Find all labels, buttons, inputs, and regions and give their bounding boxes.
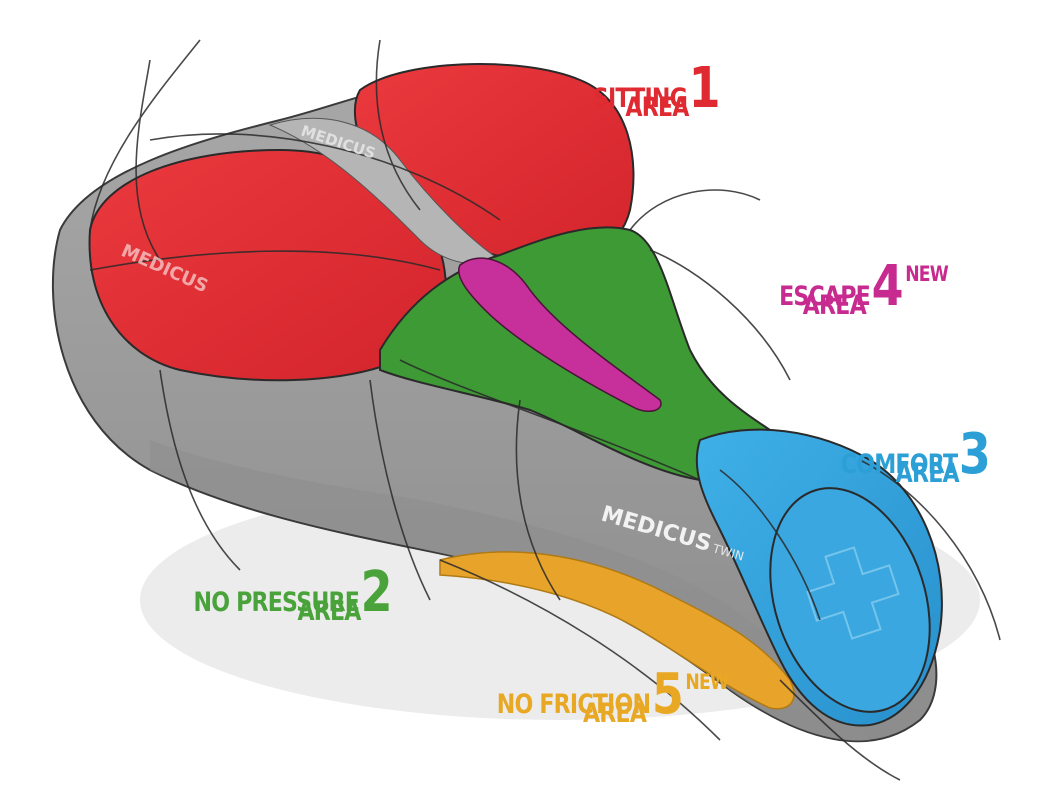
sitting-area-subtitle: AREA xyxy=(625,92,690,123)
comfort-area-title: COMFORT xyxy=(840,449,958,480)
comfort-area-label: COMFORT 3 AREA xyxy=(840,422,991,489)
no-friction-area-title: NO FRICTION xyxy=(496,689,651,720)
sitting-area-label: SITTING 1 AREA xyxy=(593,56,721,123)
comfort-area-number: 3 xyxy=(958,422,991,487)
no-pressure-area-subtitle: AREA xyxy=(297,596,362,627)
medical-cross-emblem xyxy=(806,546,900,640)
no-pressure-area-number: 2 xyxy=(360,560,393,625)
escape-area-number: 4 xyxy=(871,254,904,319)
escape-area-subtitle: AREA xyxy=(802,290,867,321)
comfort-area-subtitle: AREA xyxy=(895,458,960,489)
escape-area-title: ESCAPE xyxy=(779,281,871,312)
no-friction-area-new-tag: NEW xyxy=(685,670,729,694)
no-friction-area-number: 5 xyxy=(651,662,684,727)
no-pressure-area-label: NO PRESSURE 2 AREA xyxy=(193,560,393,627)
no-pressure-area-title: NO PRESSURE xyxy=(193,587,360,618)
sitting-area-number: 1 xyxy=(688,56,721,121)
sketch-lines xyxy=(89,39,1001,781)
comfort-nose-tip xyxy=(769,487,931,713)
sitting-area-title: SITTING xyxy=(593,83,688,114)
no-friction-area-shape xyxy=(439,551,795,710)
escape-area-new-tag: NEW xyxy=(905,262,949,286)
escape-area-label: ESCAPE 4 NEW AREA xyxy=(779,254,949,321)
saddle-side-panel xyxy=(150,440,870,741)
escape-area-shape xyxy=(458,257,662,412)
no-friction-area-label: NO FRICTION 5 NEW AREA xyxy=(496,662,729,729)
no-friction-area-subtitle: AREA xyxy=(582,698,647,729)
